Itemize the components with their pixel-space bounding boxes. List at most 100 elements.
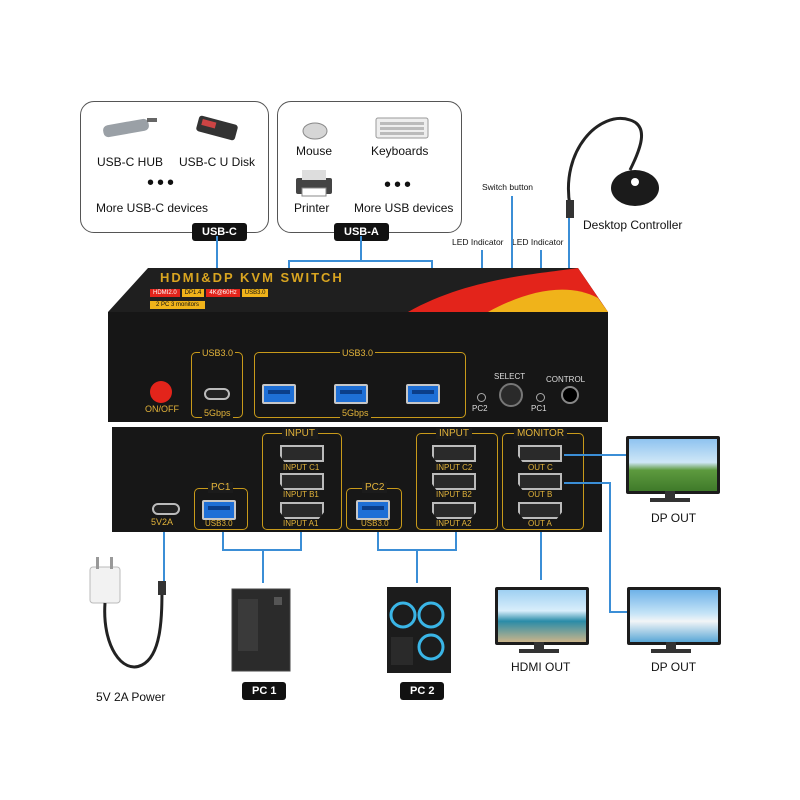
power-port-label: 5V2A bbox=[151, 517, 173, 527]
front-subtitle: 2 PC 3 monitors bbox=[150, 301, 205, 309]
input-a1-port[interactable] bbox=[280, 502, 324, 519]
usb-c-front-port[interactable] bbox=[204, 388, 230, 400]
usb-a-line-center bbox=[360, 236, 362, 262]
dp-out-bottom-line-h bbox=[564, 482, 610, 484]
more-dots-icon: ••• bbox=[384, 174, 414, 197]
input-c2-label: INPUT C2 bbox=[436, 463, 472, 472]
hdmi-out-monitor bbox=[495, 587, 589, 645]
out-c-port[interactable] bbox=[518, 445, 562, 462]
usb-a-front-speed: 5Gbps bbox=[340, 408, 371, 418]
power-label: 5V 2A Power bbox=[96, 690, 165, 704]
more-usb-devices-label: More USB devices bbox=[354, 201, 453, 215]
monitor-label: MONITOR bbox=[514, 428, 567, 439]
out-b-port[interactable] bbox=[518, 473, 562, 490]
usb-c-devices-panel: USB-C HUB USB-C U Disk ••• More USB-C de… bbox=[80, 101, 269, 233]
dp-out-top-monitor bbox=[626, 436, 720, 494]
led-indicator-pc1-callout: LED Indicator bbox=[512, 237, 564, 247]
front-title: HDMI&DP KVM SWITCH bbox=[160, 270, 344, 285]
usb-c-hub-icon bbox=[99, 114, 159, 142]
usb-c-front-label: USB3.0 bbox=[200, 348, 235, 358]
usb-c-tag: USB-C bbox=[192, 223, 247, 241]
usb-c-hub-label: USB-C HUB bbox=[97, 155, 163, 169]
led-pc1 bbox=[536, 393, 545, 402]
hdmi-out-line bbox=[540, 532, 542, 580]
select-label: SELECT bbox=[494, 372, 525, 381]
input1-label: INPUT bbox=[282, 428, 318, 439]
usb-c-front-speed: 5Gbps bbox=[202, 408, 233, 418]
spec-badges: HDMI2.0 DP1.4 4K@60Hz USB3.0 bbox=[150, 289, 268, 297]
printer-icon bbox=[292, 168, 336, 198]
usb-a-front-port-3[interactable] bbox=[406, 384, 440, 404]
more-dots-icon: ••• bbox=[147, 172, 177, 195]
input-c2-port[interactable] bbox=[432, 445, 476, 462]
out-a-port[interactable] bbox=[518, 502, 562, 519]
dp-out-bottom-line-end bbox=[609, 611, 627, 613]
dp-out-bottom-base bbox=[651, 649, 691, 653]
usb-a-devices-panel: Mouse Keyboards ••• Printer More USB dev… bbox=[277, 101, 462, 233]
badge-hdmi: HDMI2.0 bbox=[150, 289, 180, 297]
pc1-line-usb bbox=[222, 532, 224, 550]
input-c1-port[interactable] bbox=[280, 445, 324, 462]
out-a-label: OUT A bbox=[528, 519, 552, 528]
pc1-tower-icon bbox=[230, 585, 296, 675]
power-adapter-icon bbox=[82, 555, 182, 685]
badge-dp: DP1.4 bbox=[182, 289, 205, 297]
led-indicator-pc2-callout: LED Indicator bbox=[452, 237, 504, 247]
dp-out-top-line bbox=[564, 454, 626, 456]
keyboard-icon bbox=[374, 114, 430, 140]
printer-label: Printer bbox=[294, 201, 329, 215]
input-a1-label: INPUT A1 bbox=[283, 519, 318, 528]
control-label: CONTROL bbox=[546, 375, 585, 384]
dp-out-bottom-monitor bbox=[627, 587, 721, 645]
power-port[interactable] bbox=[152, 503, 180, 515]
pc1-group-label: PC1 bbox=[208, 482, 233, 493]
usb-c-u-disk-label: USB-C U Disk bbox=[179, 155, 255, 169]
badge-usb: USB3.0 bbox=[242, 289, 269, 297]
more-usb-c-devices-label: More USB-C devices bbox=[96, 201, 208, 215]
hdmi-out-label: HDMI OUT bbox=[511, 660, 570, 674]
pc2-label: PC 2 bbox=[400, 682, 444, 700]
usb-a-front-label: USB3.0 bbox=[340, 348, 375, 358]
onoff-label: ON/OFF bbox=[145, 404, 179, 414]
dp-out-bottom-line-v bbox=[609, 482, 611, 612]
pc1-line-hdmi bbox=[300, 532, 302, 550]
out-b-label: OUT B bbox=[528, 490, 552, 499]
pc1-usb-port[interactable] bbox=[202, 500, 236, 520]
input-a2-label: INPUT A2 bbox=[436, 519, 471, 528]
power-button[interactable] bbox=[150, 381, 172, 403]
input-b2-label: INPUT B2 bbox=[436, 490, 472, 499]
badge-4k: 4K@60Hz bbox=[206, 289, 239, 297]
keyboards-label: Keyboards bbox=[371, 144, 428, 158]
pc1-line-down bbox=[262, 549, 264, 583]
input-c1-label: INPUT C1 bbox=[283, 463, 319, 472]
input2-label: INPUT bbox=[436, 428, 472, 439]
pc2-line-down bbox=[416, 549, 418, 583]
dp-out-top-label: DP OUT bbox=[651, 511, 696, 525]
mouse-label: Mouse bbox=[296, 144, 332, 158]
led-pc1-label: PC1 bbox=[531, 404, 547, 413]
input-b2-port[interactable] bbox=[432, 473, 476, 490]
out-c-label: OUT C bbox=[528, 463, 553, 472]
led-pc2 bbox=[477, 393, 486, 402]
input-b1-port[interactable] bbox=[280, 473, 324, 490]
pc1-label: PC 1 bbox=[242, 682, 286, 700]
pc2-tower-icon bbox=[385, 585, 455, 675]
select-button[interactable] bbox=[499, 383, 523, 407]
desktop-controller-icon bbox=[560, 110, 670, 220]
control-port[interactable] bbox=[561, 386, 579, 404]
usb-a-front-port-1[interactable] bbox=[262, 384, 296, 404]
pc2-usb-port[interactable] bbox=[356, 500, 390, 520]
hdmi-out-base bbox=[519, 649, 559, 653]
usb-a-front-port-2[interactable] bbox=[334, 384, 368, 404]
input-b1-label: INPUT B1 bbox=[283, 490, 319, 499]
desktop-controller-label: Desktop Controller bbox=[583, 218, 682, 232]
input-a2-port[interactable] bbox=[432, 502, 476, 519]
dp-out-bottom-label: DP OUT bbox=[651, 660, 696, 674]
pc2-line-hdmi bbox=[455, 532, 457, 550]
mouse-icon bbox=[300, 120, 330, 142]
dp-out-top-base bbox=[650, 498, 690, 502]
pc2-group-label: PC2 bbox=[362, 482, 387, 493]
led-pc2-label: PC2 bbox=[472, 404, 488, 413]
pc2-line-usb bbox=[377, 532, 379, 550]
usb-c-u-disk-icon bbox=[191, 114, 247, 142]
